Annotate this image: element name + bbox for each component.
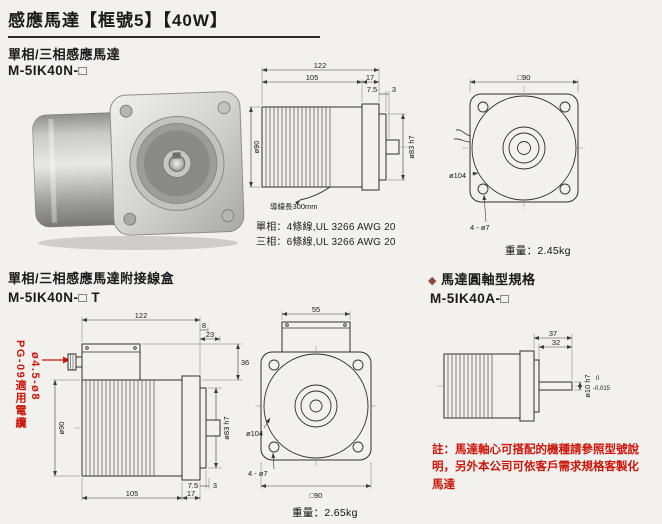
- dim-flange: 17: [187, 489, 195, 498]
- motor-photo: [32, 91, 245, 250]
- box-screw: [343, 323, 347, 327]
- diamond-bullet: ◆: [428, 275, 437, 287]
- mounting-holes: [477, 101, 571, 195]
- dim-b: 23: [206, 330, 214, 339]
- dia-register: ø83 h7: [407, 135, 416, 158]
- register-outline: [378, 113, 387, 181]
- front-view-box-drawing: 55 ø104 4 - ø7 □90: [246, 306, 377, 500]
- box-screw: [285, 323, 289, 327]
- page-title: 感應馬達【框號5】【40W】: [8, 6, 320, 38]
- shaft-circle: [517, 141, 531, 155]
- mounting-holes: [268, 359, 364, 453]
- gland-note-arrow: [42, 356, 70, 364]
- hub-circle-inner: [508, 132, 540, 164]
- flange-square-outline: [469, 93, 579, 203]
- dim-a: 8: [202, 321, 206, 330]
- dia-body: ø90: [252, 141, 261, 154]
- shaft-outline: [538, 381, 573, 391]
- cooling-fins: [85, 380, 151, 476]
- register-outline: [199, 387, 207, 469]
- cylinder-highlight: [48, 118, 57, 223]
- dia-shaft: ø10 h7: [583, 374, 592, 397]
- cooling-fins: [265, 107, 331, 187]
- tolerance-upper: 0: [596, 376, 600, 382]
- dim-square: □90: [310, 491, 323, 500]
- flange-screw: [123, 212, 137, 226]
- shaft-keyway: [172, 152, 181, 159]
- dim-body: 105: [126, 489, 139, 498]
- flange-square-outline: [260, 351, 372, 461]
- dim-body: 105: [306, 73, 319, 82]
- dia-register: ø83 h7: [222, 416, 231, 439]
- lead-wire: [299, 186, 331, 201]
- motor-body-outline: [81, 379, 183, 477]
- flange-outline: [361, 103, 380, 191]
- dim-register: 7.5: [188, 481, 198, 490]
- photo-shadow: [38, 236, 238, 250]
- dim-register: 7.5: [367, 85, 377, 94]
- section2-model: M-5IK40N-□ T: [8, 290, 101, 305]
- flange-outline: [181, 375, 201, 481]
- motor-body-outline: [443, 353, 521, 419]
- section1-heading: 單相/三相感應馬達: [8, 47, 121, 62]
- lead-length-label: 導線長300mm: [270, 201, 318, 211]
- dim-step: 3: [392, 85, 396, 94]
- hub-circle-inner: [300, 390, 332, 422]
- flange-screw: [119, 104, 133, 118]
- register-outline: [533, 359, 540, 413]
- front-view-drawing: □90 ø104 4 - ø7: [449, 74, 586, 232]
- side-view-drawing: 122 105 17 7.5 3 ø90 ø83 h7 導線長300mm: [249, 62, 416, 211]
- dia-circle-label: ø104: [246, 429, 263, 438]
- dim-box-width: 55: [312, 306, 320, 314]
- section3-heading-text: 馬達圓軸型規格: [440, 272, 536, 287]
- shaft-outline: [385, 139, 400, 155]
- dim-flange: 17: [366, 73, 374, 82]
- terminal-box-outline: [281, 321, 351, 353]
- wire-spec-three-phase: 三相：6條線,UL 3266 AWG 20: [256, 237, 396, 248]
- box-screw: [133, 346, 137, 350]
- shaft-outline: [205, 419, 221, 437]
- dia-body: ø90: [57, 422, 66, 435]
- weight-label: 重量：2.65kg: [292, 507, 358, 519]
- motor-body-outline: [261, 106, 363, 188]
- dim-box-height: 36: [241, 358, 249, 367]
- gland-note-line1: PG-09適用電纜: [14, 340, 26, 430]
- section1-model: M-5IK40N-□: [8, 63, 88, 78]
- holes-label: 4 - ø7: [248, 469, 268, 478]
- dim-total: 122: [135, 311, 148, 320]
- cooling-fins: [447, 354, 489, 418]
- dia-circle-label: ø104: [449, 171, 466, 180]
- terminal-box-outline: [81, 343, 141, 381]
- dim-square: □90: [518, 74, 531, 82]
- flange-screw: [217, 101, 231, 115]
- gland-note-line2: ø4.5-ø8: [29, 352, 41, 402]
- dim-total: 122: [314, 62, 327, 70]
- dim-step: 3: [213, 481, 217, 490]
- weight-label: 重量：2.45kg: [505, 245, 571, 257]
- side-view-box-drawing: 122 8 23 36 ø90 ø83 h7 7.5 3 105 17: [53, 311, 249, 501]
- tolerance-lower: -0.015: [593, 386, 611, 392]
- lead-wires: [453, 129, 471, 143]
- hub-circle: [502, 126, 546, 170]
- boss-circle: [263, 353, 369, 459]
- flange-screw: [221, 209, 235, 223]
- dim-shaft: 32: [552, 338, 560, 347]
- round-shaft-drawing: 37 32 ø10 h7 0 -0.015: [437, 329, 611, 422]
- dim-total: 37: [549, 329, 557, 338]
- box-screw: [85, 346, 89, 350]
- cable-gland: [67, 353, 83, 371]
- boss-circle: [471, 95, 577, 201]
- holes-label: 4 - ø7: [470, 223, 490, 232]
- shaft-note: 註：馬達軸心可搭配的機種請參照型號說明，另外本公司可依客戶需求規格客製化馬達: [432, 444, 639, 491]
- section2-heading: 單相/三相感應馬達附接線盒: [8, 271, 175, 286]
- section3-heading: ◆馬達圓軸型規格: [428, 269, 535, 288]
- hub-circle: [294, 384, 338, 428]
- flange-outline: [519, 350, 535, 422]
- wire-spec-single-phase: 單相：4條線,UL 3266 AWG 20: [256, 222, 396, 233]
- shaft-circle: [309, 399, 323, 413]
- section3-model: M-5IK40A-□: [430, 291, 510, 306]
